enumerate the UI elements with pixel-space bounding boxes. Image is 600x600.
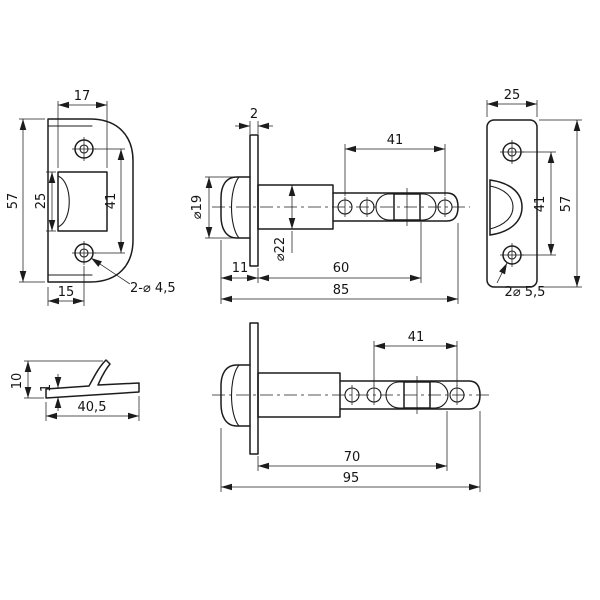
dim-label-70: 70	[344, 450, 361, 465]
latch-bolt-face	[489, 179, 523, 236]
dim-label-2: 2	[250, 107, 258, 122]
dim-label-dia19: ⌀19	[190, 195, 205, 219]
dim-70: 70	[257, 411, 448, 471]
dim-25: 25	[486, 88, 538, 117]
dim-label-41: 41	[533, 196, 548, 213]
dim-57: 57	[539, 119, 582, 288]
dim-label-25: 25	[34, 193, 49, 210]
dim-label-17: 17	[74, 89, 91, 104]
dim-41: 41	[95, 148, 125, 254]
dim-40-5: 40,5	[45, 396, 140, 421]
dim-41: 41	[522, 151, 556, 256]
dim-dia22: ⌀22	[273, 185, 296, 261]
latch-opening-arc	[57, 175, 70, 228]
dim-label-41: 41	[408, 330, 425, 345]
latch-assembly-85-view: 2 ⌀19 ⌀22 41 11 60	[190, 107, 470, 304]
latch-bolt-head	[220, 364, 251, 427]
dim-label-85: 85	[333, 283, 350, 298]
dim-label-57: 57	[6, 193, 21, 210]
strike-plate-outline	[47, 118, 134, 283]
latch-assembly-95-view: 41 70 95	[212, 322, 492, 492]
holes-note-label: 2-⌀ 4,5	[130, 281, 176, 296]
latch-tube	[257, 184, 334, 230]
dim-label-41: 41	[104, 193, 119, 210]
dim-10: 10	[10, 360, 103, 399]
dim-label-60: 60	[333, 261, 350, 276]
latch-shaft	[332, 192, 459, 222]
latch-bolt-bevel	[231, 364, 240, 427]
dim-label-95: 95	[343, 471, 360, 486]
strike-plate-profile	[45, 359, 140, 399]
latch-tube	[257, 372, 341, 418]
dim-60: 60	[257, 222, 422, 283]
dim-label-1: 1	[39, 384, 54, 392]
holes-callout: 2⌀ 5,5	[496, 262, 546, 300]
dim-label-57: 57	[559, 196, 574, 213]
latch-opening	[57, 171, 108, 232]
holes-note-label: 2⌀ 5,5	[505, 285, 546, 300]
leader-line	[496, 262, 508, 284]
dim-95: 95	[220, 411, 481, 492]
dim-15: 15	[47, 266, 85, 306]
latch-bolt-bevel	[231, 176, 240, 239]
strike-plate-side-view: 10 1 40,5	[10, 359, 140, 421]
latch-bolt-face-inner	[489, 185, 514, 230]
dim-25: 25	[34, 171, 56, 232]
dim-label-11: 11	[232, 261, 249, 276]
dim-57: 57	[6, 118, 45, 283]
dim-17: 17	[57, 89, 108, 168]
dim-2: 2	[235, 107, 273, 134]
holes-callout: 2-⌀ 4,5	[90, 257, 176, 296]
strike-plate-front-view: 17 57 25 41 15 2-⌀ 4,5	[6, 89, 176, 306]
dim-label-dia22: ⌀22	[273, 237, 288, 261]
dim-label-10: 10	[10, 373, 25, 390]
dim-dia19: ⌀19	[190, 176, 234, 239]
dim-41: 41	[373, 330, 458, 386]
dim-label-25: 25	[504, 88, 521, 103]
dim-label-15: 15	[58, 285, 75, 300]
faceplate-outline	[486, 119, 538, 288]
faceplate-edge	[249, 322, 259, 455]
leader-line	[90, 257, 131, 285]
dim-11: 11	[220, 240, 258, 304]
latch-bolt-head	[220, 176, 251, 239]
dim-41: 41	[344, 133, 446, 196]
dim-1: 1	[39, 374, 62, 411]
faceplate-edge	[249, 134, 259, 267]
dim-85: 85	[221, 223, 459, 304]
faceplate-front-view: 25 41 57 2⌀ 5,5	[486, 88, 582, 300]
latch-shaft	[339, 380, 481, 410]
dim-label-40-5: 40,5	[78, 400, 107, 415]
dim-label-41: 41	[387, 133, 404, 148]
